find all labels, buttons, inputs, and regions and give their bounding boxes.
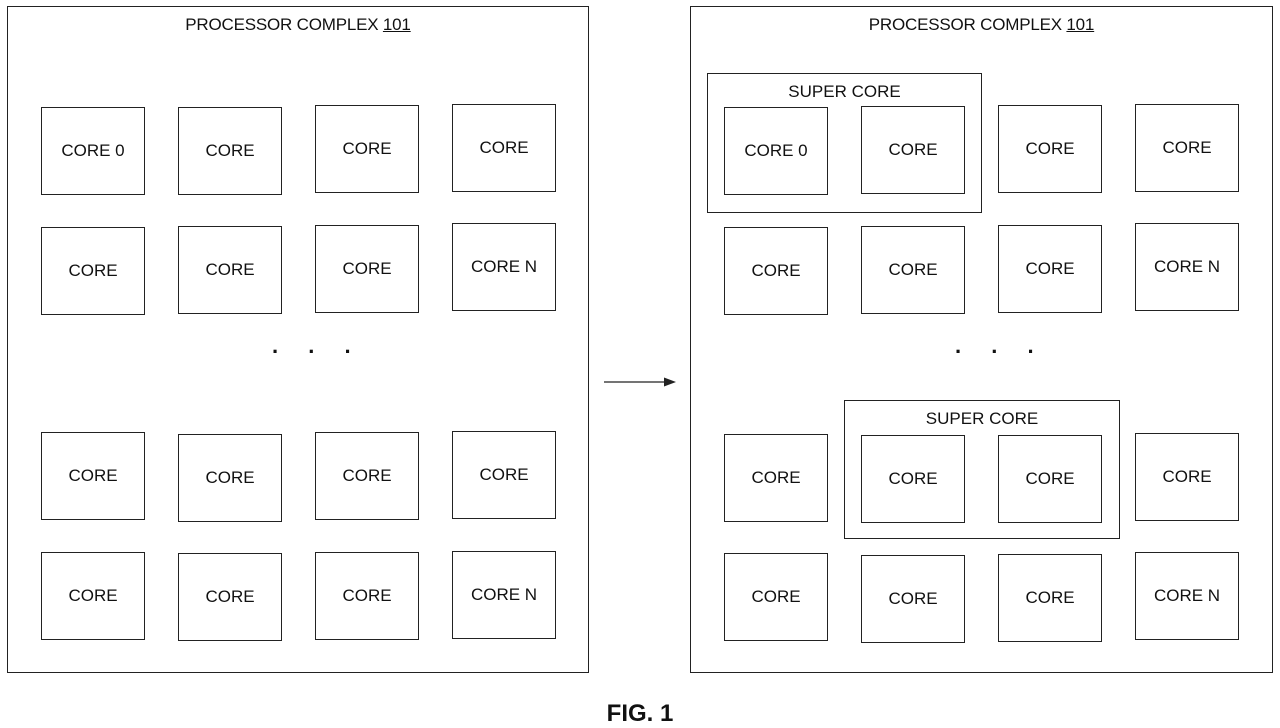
ellipsis: . . . [955, 333, 1046, 358]
core-box: CORE [315, 552, 419, 640]
core-box: CORE [178, 553, 282, 641]
core-box: CORE [998, 225, 1102, 313]
panel-title-text: PROCESSOR COMPLEX [868, 15, 1067, 34]
core-box: CORE 0 [41, 107, 145, 195]
super-core-top: SUPER CORE [707, 73, 982, 213]
core-box: CORE N [1135, 552, 1239, 640]
core-box: CORE [861, 435, 965, 523]
panel-title-left: PROCESSOR COMPLEX 101 [8, 15, 588, 35]
figure-label: FIG. 1 [606, 700, 674, 727]
core-box: CORE 0 [724, 107, 828, 195]
reference-numeral: 101 [1066, 15, 1095, 34]
transition-arrow-icon [604, 377, 676, 387]
core-box: CORE N [1135, 223, 1239, 311]
core-box: CORE [178, 434, 282, 522]
core-box: CORE [998, 435, 1102, 523]
core-box: CORE [315, 105, 419, 193]
core-box: CORE [452, 431, 556, 519]
super-core-bottom: SUPER CORE [844, 400, 1120, 539]
core-box: CORE [861, 106, 965, 194]
core-box: CORE [861, 555, 965, 643]
super-core-label: SUPER CORE [788, 82, 901, 101]
core-box: CORE [315, 432, 419, 520]
core-box: CORE [1135, 433, 1239, 521]
panel-title-right: PROCESSOR COMPLEX 101 [691, 15, 1272, 35]
core-box: CORE [1135, 104, 1239, 192]
core-box: CORE N [452, 223, 556, 311]
core-box: CORE [998, 554, 1102, 642]
core-box: CORE [998, 105, 1102, 193]
core-box: CORE [41, 432, 145, 520]
core-box: CORE [724, 553, 828, 641]
core-box: CORE [724, 434, 828, 522]
core-box: CORE [861, 226, 965, 314]
ellipsis: . . . [272, 333, 363, 358]
panel-title-text: PROCESSOR COMPLEX [185, 15, 383, 34]
core-box: CORE [724, 227, 828, 315]
super-core-label: SUPER CORE [925, 409, 1039, 428]
core-box: CORE [41, 552, 145, 640]
processor-complex-left: PROCESSOR COMPLEX 101 CORE 0 CORE CORE C… [7, 6, 589, 673]
core-box: CORE N [452, 551, 556, 639]
core-box: CORE [41, 227, 145, 315]
processor-complex-right: PROCESSOR COMPLEX 101 SUPER CORE CORE 0 … [690, 6, 1273, 673]
core-box: CORE [178, 226, 282, 314]
core-box: CORE [178, 107, 282, 195]
core-box: CORE [315, 225, 419, 313]
reference-numeral: 101 [382, 15, 411, 34]
core-box: CORE [452, 104, 556, 192]
